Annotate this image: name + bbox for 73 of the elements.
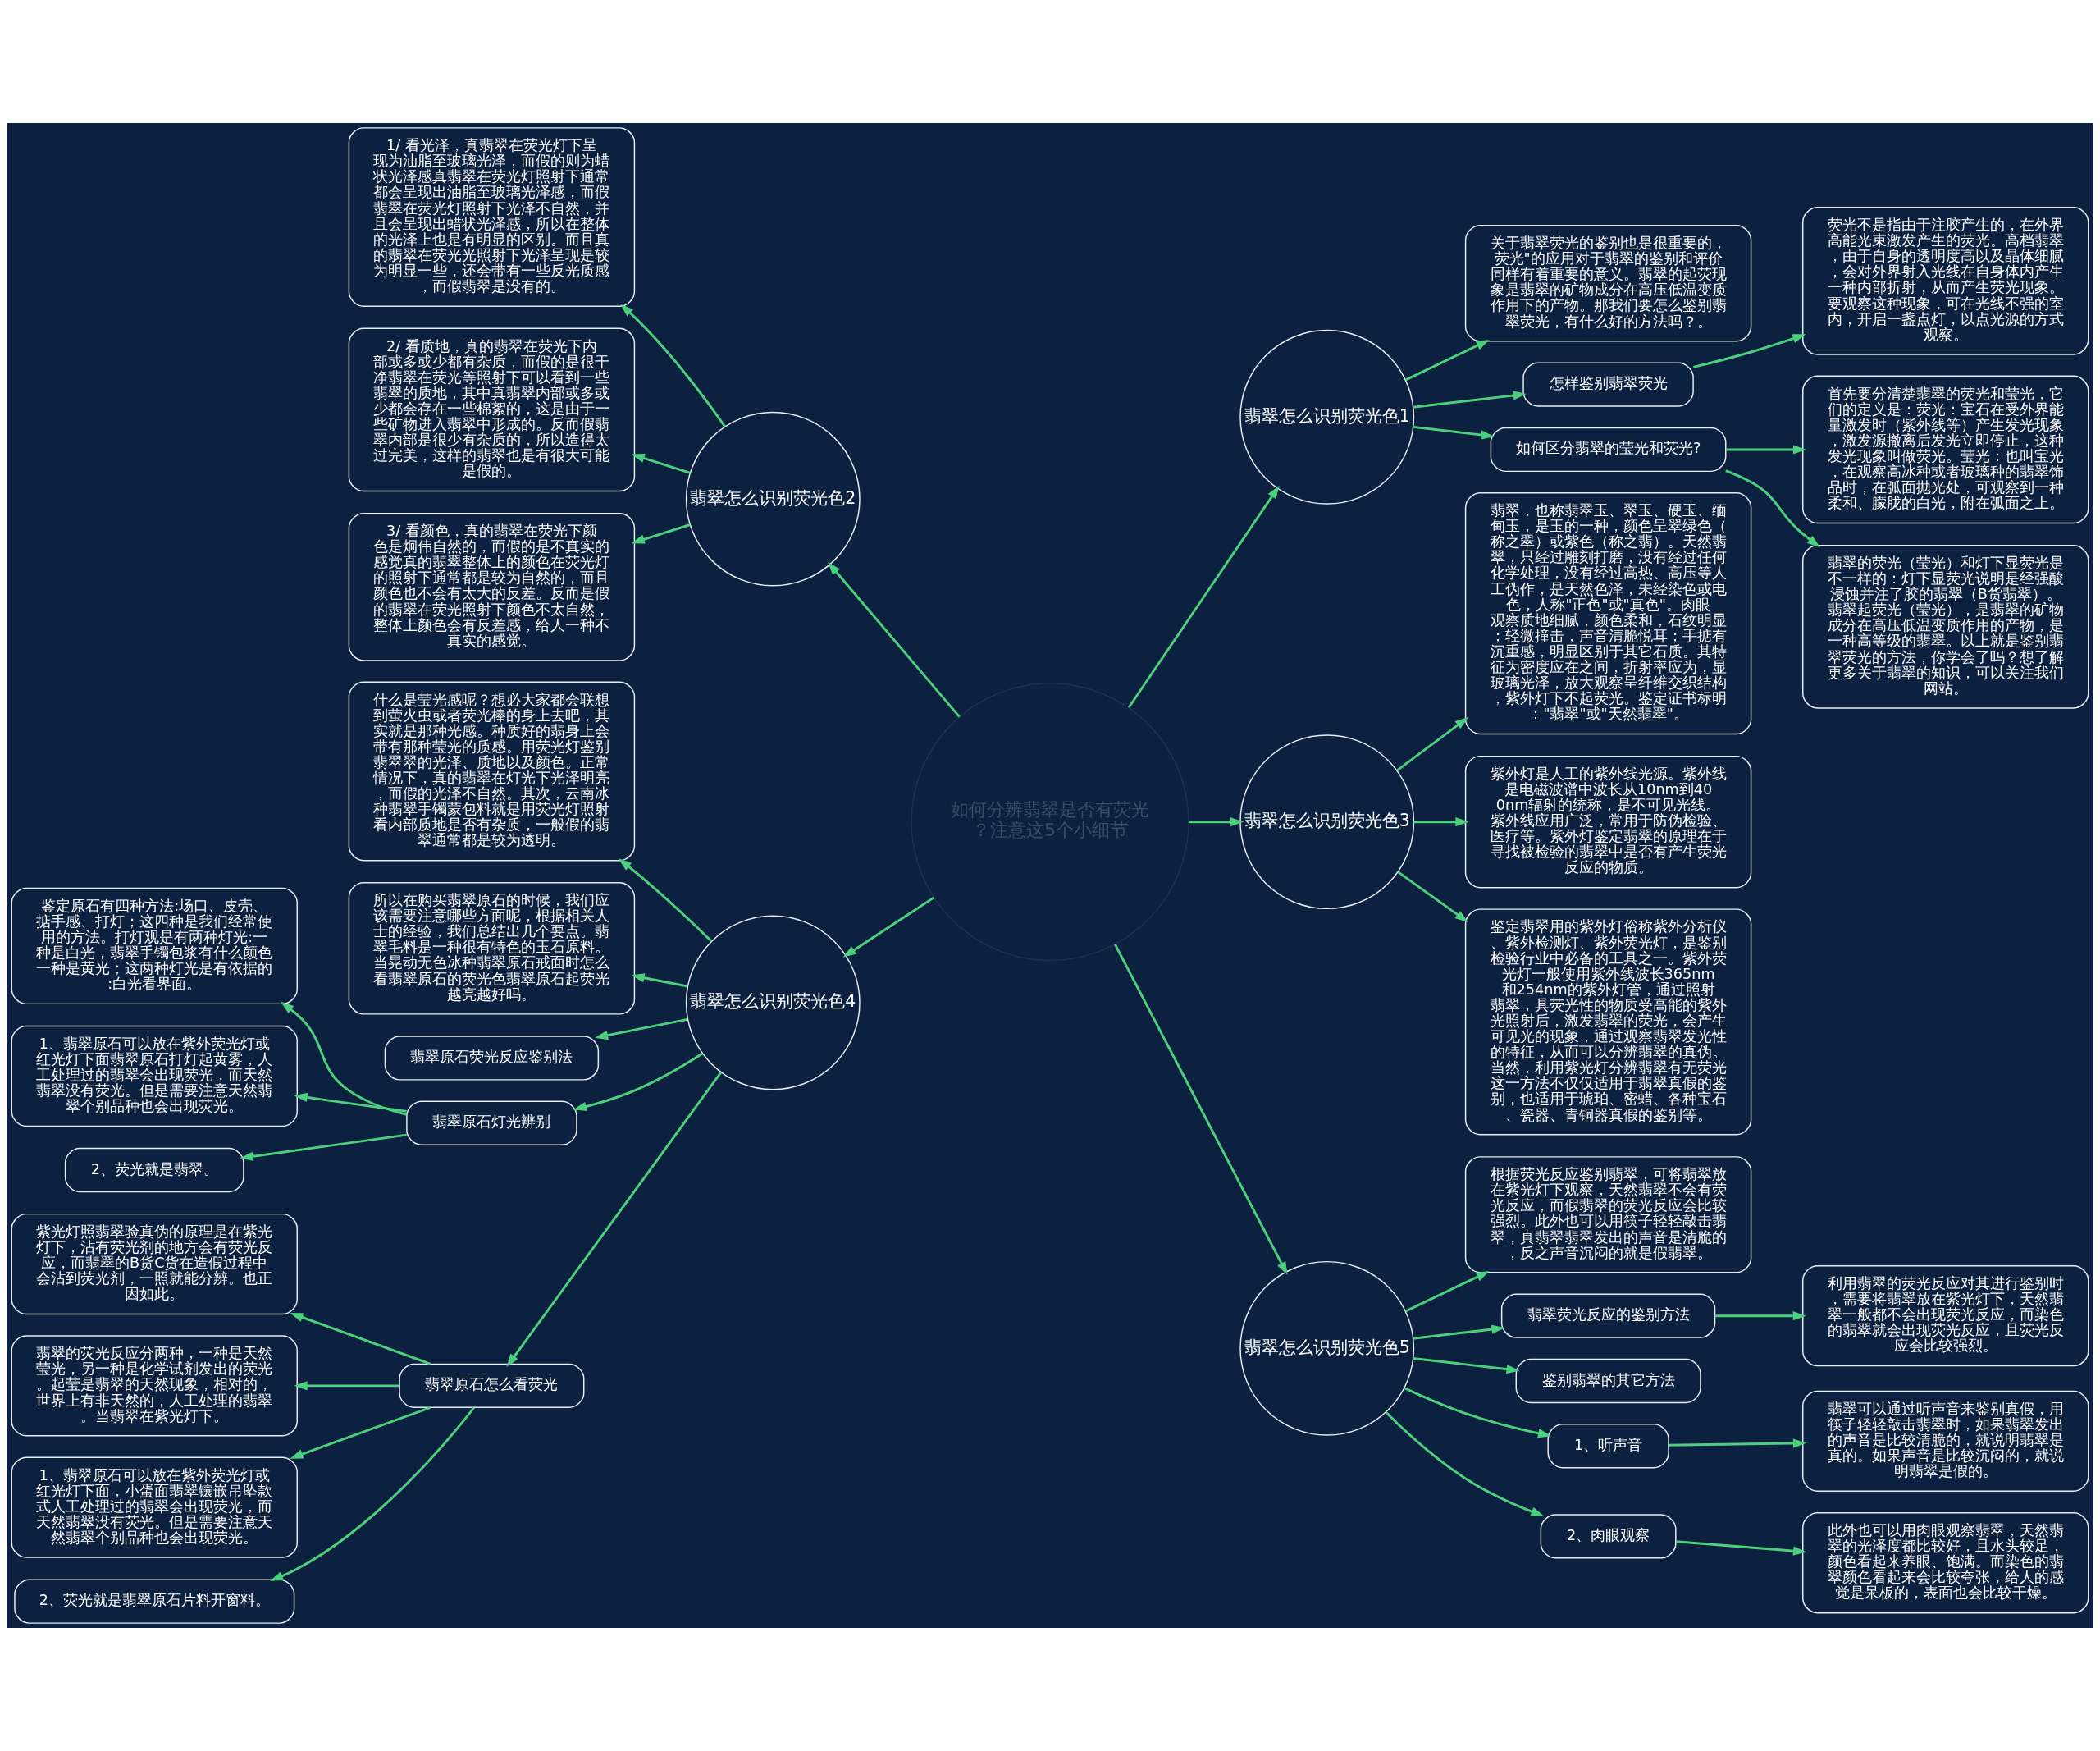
node-box: 所以在购买翡翠原石的时候，我们应该需要注意哪些方面呢，根据相关人士的经验，我们总结出几个要点。翡翠毛料是一种很有特色的玉石原料。当晃动无色冰种翡翠原石戒面时怎么看翡翠原石的荧光色翡翠原石起荧光越亮越好吗。 [348, 882, 636, 1015]
node-circle: 翡翠怎么识别荧光色4 [685, 915, 861, 1090]
arrow [631, 453, 691, 474]
arrow [1413, 391, 1527, 409]
arrow [240, 1133, 407, 1161]
node-box: 1、翡翠原石可以放在紫外荧光灯或红光灯下面翡翠原石打灯起黄雾，人工处理过的翡翠会出现荧光，而天然翡翠没有荧光。但是需要注意天然翡翠个别品种也会出现荧光。 [11, 1025, 298, 1127]
arrow [1397, 871, 1468, 922]
arrow [1693, 334, 1806, 368]
node-box: 紫光灯照翡翠验真伪的原理是在紫光灯下，沾有荧光剂的地方会有荧光反应，而翡翠的B货C货在造假过程中会沾到荧光剂，一照就能分辨。也正因如此。 [11, 1213, 298, 1315]
arrow [1396, 717, 1468, 772]
arrow [1669, 1438, 1807, 1448]
node-box: 什么是莹光感呢？想必大家都会联想到萤火虫或者荧光棒的身上去吧，其实就是那种光感。种质好的翡身上会带有那种莹光的质感。用荧光灯鉴别翡翠翠的光泽、质地以及颜色。正常情况下，真的翡翠在灯光下光泽明亮，而假的光泽不自然。其次，云南冰种翡翠手镯蒙包料就是用荧光灯照射看内部质地是否有杂质，一般假的翡翠通常都是较为透明。 [348, 681, 636, 862]
node-box: 1、听声音 [1547, 1424, 1669, 1469]
arrow [573, 1052, 703, 1112]
arrow [1404, 340, 1490, 382]
node-box: 翡翠原石荧光反应鉴别法 [384, 1036, 600, 1081]
arrow [1413, 425, 1495, 440]
arrow [294, 1381, 399, 1391]
arrow [1676, 1540, 1807, 1556]
node-box: 翡翠荧光反应的鉴别方法 [1500, 1293, 1716, 1338]
node-box: 翡翠可以通过听声音来鉴别真假，用筷子轻轻敲击翡翠时，如果翡翠发出的声音是比较清脆的，就说明翡翠是真的。如果声音是比较沉闷的，就说明翡翠是假的。 [1802, 1390, 2089, 1493]
node-circle: 翡翠怎么识别荧光色1 [1239, 329, 1415, 505]
arrow [1726, 445, 1807, 455]
arrow [290, 1313, 431, 1365]
arrow [620, 304, 726, 427]
arrow [1413, 1324, 1505, 1340]
node-box: 鉴定原石有四种方法:场口、皮壳、掂手感、打灯；这四种是我们经常使用的方法。打灯观是有两种灯光:一种是白光，翡翠手镯包浆有什么颜色一种是黄光；这两种灯光是有依据的:白光看界面。 [11, 887, 298, 1005]
node-box: 鉴别翡翠的其它方法 [1515, 1358, 1701, 1404]
arrow [1188, 817, 1244, 827]
node-circle: 翡翠怎么识别荧光色2 [685, 411, 861, 587]
node-box: 怎样鉴别翡翠荧光 [1522, 362, 1694, 407]
node-box: 翡翠的荧光反应分两种，一种是天然莹光，另一种是化学试剂发出的荧光。起莹是翡翠的天然现象，相对的，世界上有非天然的，人工处理的翡翠。当翡翠在紫光灯下。 [11, 1335, 298, 1437]
node-box: 翡翠原石怎么看荧光 [399, 1363, 585, 1409]
arrow [1413, 817, 1469, 827]
node-box: 1/ 看光泽，真翡翠在荧光灯下呈现为油脂至玻璃光泽，而假的则为蜡状光泽感真翡翠在荧光灯照射下通常都会呈现出油脂至玻璃光泽感，而假翡翠在荧光灯照射下光泽不自然，并且会呈现出蜡状光泽感，所以在整体的光泽上也是有明显的区别。而且真的翡翠在荧光光照射下光泽呈现是较为明显一些，还会带有一些反光质感，而假翡翠是没有的。 [348, 127, 636, 307]
node-circle: 翡翠怎么识别荧光色3 [1239, 734, 1415, 910]
arrow [290, 1406, 431, 1459]
arrow [1404, 1387, 1552, 1438]
arrow [1127, 485, 1280, 709]
arrow [1714, 1311, 1806, 1321]
node-box: 翡翠原石灯光辨别 [406, 1100, 578, 1145]
arrow [1404, 1271, 1490, 1313]
node-box: 此外也可以用肉眼观察翡翠，天然翡翠的光泽度都比较好，且水头较足，颜色看起来养眼、饱满。而染色的翡翠颜色看起来会比较夸张，给人的感觉是呆板的，表面也会比较干燥。 [1802, 1512, 2089, 1614]
arrow [294, 1092, 407, 1113]
node-box: 2、荧光就是翡翠。 [64, 1147, 244, 1193]
arrow [842, 896, 935, 958]
node-box: 如何区分翡翠的莹光和荧光? [1490, 427, 1727, 473]
arrow [631, 973, 688, 988]
node-box: 紫外灯是人工的紫外线光源。紫外线是电磁波谱中波长从10nm到400nm辐射的统称，是不可见光线。紫外线应用广泛，常用于防伪检验、医疗等。紫外灯鉴定翡翠的原理在于寻找被检验的翡翠中是否有产生荧光反应的物质。 [1464, 755, 1752, 889]
node-box: 2/ 看质地，真的翡翠在荧光下内部或多或少都有杂质，而假的是很干净翡翠在荧光等照射下可以看到一些翡翠的质地，其中真翡翠内部或多或少都会存在一些棉絮的，这是由于一些矿物进入翡翠中形成的。反而假翡翠内部是很少有杂质的，所以造得太过完美，这样的翡翠也是有很大可能是假的。 [348, 327, 636, 492]
arrow [1725, 469, 1820, 548]
node-box: 2、肉眼观察 [1540, 1514, 1677, 1559]
node-box: 利用翡翠的荧光反应对其进行鉴别时，需要将翡翠放在紫光灯下，天然翡翠一般都不会出现荧光反应，而染色的翡翠就会出现荧光反应，且荧光反应会比较强烈。 [1802, 1265, 2089, 1367]
node-box: 翡翠，也称翡翠玉、翠玉、硬玉、缅甸玉，是玉的一种，颜色呈翠绿色（称之翠）或紫色（称之翡）。天然翡翠，只经过雕刻打磨，没有经过任何化学处理，没有经过高热、高压等人工伪作，是天然色泽，未经染色或电色，人称"正色"或"真色"。肉眼观察质地细腻，颜色柔和，石纹明显；轻微撞击，声音清脆悦耳；手掂有沉重感，明显区别于其它石质。其特征为密度应在之间，折射率应为，显玻璃光泽，放大观察呈纤维交织结构，紫外灯下不起荧光。鉴定证书标明："翡翠"或"天然翡翠"。 [1464, 492, 1752, 735]
arrow [1114, 944, 1288, 1275]
node-box: 首先要分清楚翡翠的荧光和莹光，它们的定义是：荧光：宝石在受外界能量激发时（紫外线等）产生发光现象，激发源撤离后发光立即停止，这种发光现象叫做荧光。莹光：也叫宝光，在观察高冰种或者玻璃种的翡翠饰品时，在弧面抛光处，可观察到一种柔和、朦胧的白光，附在弧面之上。 [1802, 375, 2089, 524]
node-box: 3/ 看颜色，真的翡翠在荧光下颜色是炯伟自然的，而假的是不真实的感觉真的翡翠整体上的颜色在荧光灯的照射下通常都是较为自然的，而且颜色也不会有太大的反差。反而是假的翡翠在荧光照射下颜色不太自然，整体上颜色会有反差感，给人一种不真实的感觉。 [348, 513, 636, 661]
arrow [506, 1072, 723, 1367]
node-box: 关于翡翠荧光的鉴别也是很重要的，荧光"的应用对于翡翠的鉴别和评价同样有着重要的意义。翡翠的起荧现象是翡翠的矿物成分在高压低温变质作用下的产物。那我们要怎么鉴别翡翠荧光，有什么好的方法吗？。 [1464, 225, 1752, 342]
node-box: 根据荧光反应鉴别翡翠，可将翡翠放在紫光灯下观察，天然翡翠不会有荧光反应，而假翡翠的荧光反应会比较强烈。此外也可以用筷子轻轻敲击翡翠，真翡翠翡翠发出的声音是清脆的，反之声音沉闷的就是假翡翠。 [1464, 1156, 1752, 1273]
node-box: 荧光不是指由于注胶产生的，在外界高能光束激发产生的荧光。高档翡翠，由于自身的透明度高以及晶体细腻，会对外界射入光线在自身体内产生一种内部折射，从而产生荧光现象。要观察这种现象，可在光线不强的室内，开启一盏点灯，以点光源的方式观察。 [1802, 207, 2089, 355]
node-box: 2、荧光就是翡翠原石片料开窗料。 [14, 1579, 295, 1624]
arrow [270, 1406, 475, 1581]
arrow [595, 1017, 688, 1040]
arrow [1413, 1357, 1520, 1374]
node-box: 1、翡翠原石可以放在紫外荧光灯或红光灯下面，小蛋面翡翠镶嵌吊坠款式人工处理过的翡翠会出现荧光，而天然翡翠没有荧光。但是需要注意天然翡翠个别品种也会出现荧光。 [11, 1456, 298, 1558]
arrow [828, 561, 961, 718]
arrow [631, 523, 691, 544]
arrow [281, 1001, 407, 1116]
arrow [1385, 1411, 1545, 1517]
arrow [618, 858, 713, 942]
node-box: 翡翠的荧光（莹光）和灯下显荧光是不一样的：灯下显荧光说明是经强酸浸蚀并注了胶的翡翠（B货翡翠）。翡翠起荧光（莹光），是翡翠的矿物成分在高压低温变质作用的产物，是一种高等级的翡翠。以上就是鉴别翡翠荧光的方法，你学会了吗？想了解更多关于翡翠的知识，可以关注我们网站。 [1802, 544, 2089, 709]
node-box: 鉴定翡翠用的紫外灯俗称紫外分析仪、紫外检测灯、紫外荧光灯，是鉴别检验行业中必备的工具之一。紫外荧光灯一般使用紫外线波长365nm和254nm的紫外灯管，通过照射翡翠，具荧光性的物质受高能的紫外光照射后，激发翡翠的荧光，会产生可见光的现象，通过观察翡翠发光性的特征，从而可以分辨翡翠的真伪。当然，利用紫光灯分辨翡翠有无荧光这一方法不仅仅适用于翡翠真假的鉴别，也适用于琥珀、密蜡、各种宝石、瓷器、青铜器真假的鉴别等。 [1464, 908, 1752, 1136]
